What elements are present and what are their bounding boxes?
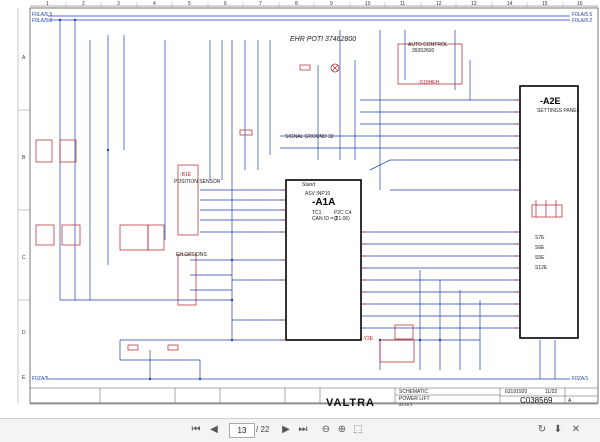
- a2e-desc: SETTINGS PANEL: [537, 108, 580, 114]
- row-letter: A: [22, 55, 26, 61]
- rail-signal-label: F0LA/5.2: [32, 18, 53, 24]
- row-letter: D: [22, 330, 26, 336]
- rotate-icon[interactable]: ↻: [537, 424, 547, 435]
- a1a-top-label: Stand: [302, 182, 316, 188]
- panel-switch-label: S7E: [535, 235, 545, 241]
- column-number: 16: [577, 1, 583, 7]
- title-line-2: POWER LIFT: [399, 396, 430, 402]
- ehr-poti-label: EHR POTI 37462800: [290, 36, 357, 43]
- zoom-out-icon[interactable]: ⊖: [321, 424, 331, 435]
- a2e-title: -A2E: [540, 96, 561, 106]
- b1e-label: -B1E: [180, 172, 192, 178]
- eh-options-label: EH OPTIONS: [176, 252, 207, 258]
- column-number: 6: [224, 1, 227, 7]
- a1a-asv: ASV INP10: [305, 191, 331, 197]
- column-number: 15: [542, 1, 548, 7]
- schematic-sheet: 1 2 3 4 5 6 7 8 9 10 11 12 13 14 15 16 A…: [17, 1, 599, 409]
- a1a-pin: P2C C4: [334, 210, 352, 216]
- column-number: 7: [259, 1, 262, 7]
- column-number: 2: [82, 1, 85, 7]
- previous-page-icon[interactable]: ◀: [210, 424, 218, 435]
- revision: A: [568, 398, 572, 404]
- a1a-can: CAN ID = 3: [312, 216, 338, 222]
- column-number: 10: [365, 1, 371, 7]
- rail-signal-label: F0LA/5.5: [572, 12, 593, 18]
- column-number: 1: [46, 1, 49, 7]
- column-number: 8: [295, 1, 298, 7]
- column-number: 9: [330, 1, 333, 7]
- y2e-label: -Y2E: [362, 336, 374, 342]
- row-letter: B: [22, 155, 26, 161]
- panel-switch-label: S5E: [535, 255, 545, 261]
- column-number: 3: [117, 1, 120, 7]
- rail-signal-label: F0LA/5.5: [32, 12, 53, 18]
- panel-switch-label: S12E: [535, 265, 548, 271]
- b1e-desc: POSITION SENSOR: [174, 179, 221, 185]
- next-page-icon[interactable]: ▶: [282, 424, 290, 435]
- auto-control-label: AUTO CONTROL: [408, 42, 448, 48]
- column-number: 13: [471, 1, 477, 7]
- rail-signal-label: F0LA/5.2: [572, 18, 593, 24]
- rail-signal-label: F0ZA/5: [32, 376, 49, 382]
- zoom-in-icon[interactable]: ⊕: [337, 424, 347, 435]
- column-number: 5: [188, 1, 191, 7]
- rail-signal-label: F0ZA/1: [572, 376, 589, 382]
- page-number-input[interactable]: 13: [229, 423, 255, 438]
- valtra-logo: VALTRA: [326, 397, 375, 409]
- drawing-number: 63191920: [505, 389, 528, 395]
- auto-control-ref: -S10HEH: [418, 80, 440, 86]
- page-total: / 22: [256, 425, 270, 434]
- signal-ground-label: SIGNAL GROUND 32: [285, 134, 334, 140]
- close-icon[interactable]: ✕: [571, 424, 581, 435]
- title-line-1: SCHEMATIC: [399, 389, 429, 395]
- doc-number: C038569: [520, 396, 553, 405]
- column-number: 14: [507, 1, 513, 7]
- a1a-title: -A1A: [312, 197, 336, 208]
- fit-page-icon[interactable]: ⬚: [353, 424, 363, 435]
- last-page-icon[interactable]: ⏭: [298, 424, 308, 435]
- row-letter: E: [22, 375, 26, 381]
- download-icon[interactable]: ⬇: [553, 424, 563, 435]
- column-number: 11: [400, 1, 406, 7]
- row-letter: C: [22, 255, 26, 261]
- viewer-toolbar: ⏮ ◀ 13 / 22 ▶ ⏭ ⊖ ⊕ ⬚ ↻ ⬇ ✕: [0, 418, 600, 442]
- sheet-of: 11/22: [545, 389, 558, 395]
- a1a-pin2: (21.06): [334, 216, 350, 222]
- auto-control-part: 39352600: [412, 48, 435, 54]
- first-page-icon[interactable]: ⏮: [191, 424, 201, 435]
- panel-switch-label: S6E: [535, 245, 545, 251]
- title-line-3: AC16.3: [399, 402, 413, 407]
- column-number: 12: [436, 1, 442, 7]
- wiring-diagram: [17, 2, 599, 405]
- column-number: 4: [153, 1, 156, 7]
- a1a-tc: TC1: [312, 210, 322, 216]
